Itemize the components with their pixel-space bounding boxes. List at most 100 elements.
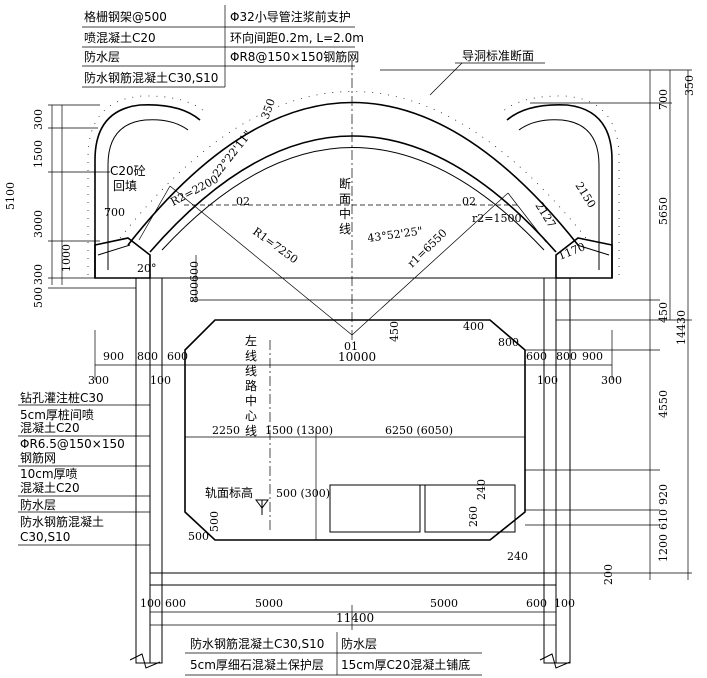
right-footing — [555, 237, 613, 279]
track-bed-left — [329, 484, 421, 533]
top-left-legend — [82, 5, 355, 88]
dim-200: 200 — [602, 564, 615, 585]
radius-r1-left — [169, 185, 353, 336]
rail-level-marker — [255, 499, 269, 515]
dim-600-left3: 600 — [165, 597, 186, 610]
label-grid-steel-frame: 格栅钢架@500 — [84, 9, 167, 24]
label-fill-1: C20砼 — [110, 164, 146, 178]
label-line-center-3: 线 — [245, 364, 257, 378]
label-o2-right: 02 — [462, 195, 476, 208]
dim-1500: 1500 (1300) — [265, 424, 333, 437]
dim-4550: 4550 — [657, 390, 670, 418]
dim-3000: 3000 — [32, 210, 45, 238]
label-bottom-rc: 防水钢筋混凝土C30,S10 — [190, 636, 324, 651]
inner-lining-arch — [161, 147, 545, 251]
left-footing — [94, 237, 151, 279]
label-pile-shotcrete-2: 混凝土C20 — [20, 420, 80, 435]
label-o2-left: 02 — [236, 195, 250, 208]
dim-300-bottom-left: 300 — [88, 374, 109, 387]
dim-100-left3: 100 — [140, 597, 161, 610]
label-line-center-6: 心 — [245, 409, 257, 423]
label-line-center-4: 路 — [245, 378, 257, 393]
label-10cm-shotcrete-1: 10cm厚喷 — [20, 467, 78, 481]
radius-r1-right — [351, 192, 509, 336]
dim-5000-right: 5000 — [430, 597, 458, 610]
dim-920: 920 — [657, 484, 670, 505]
left-pile-break — [129, 653, 161, 669]
label-line-center-5: 中 — [245, 393, 257, 408]
dim-800-right2: 800 — [556, 350, 577, 363]
label-fill-2: 回填 — [113, 179, 137, 193]
radius-r2-right — [507, 192, 547, 243]
outer-arch — [127, 101, 579, 246]
left-pile-outer — [135, 277, 151, 664]
dim-450-right: 450 — [657, 302, 670, 323]
radius-r2-left — [138, 185, 171, 241]
label-section-center-2: 面 — [339, 192, 351, 206]
dim-500-c: 500 — [188, 530, 209, 543]
label-guide-tunnel: 导洞标准断面 — [462, 48, 534, 63]
right-pile-outer — [555, 277, 571, 664]
label-section-center-1: 断 — [339, 176, 351, 191]
dim-100-bottom-left: 100 — [150, 374, 171, 387]
label-bored-pile: 钻孔灌注桩C30 — [20, 390, 104, 405]
label-10cm-shotcrete-2: 混凝土C20 — [20, 480, 80, 495]
label-small-pipe: Φ32小导管注浆前支护 — [230, 9, 351, 24]
label-left-rc-2: C30,S10 — [20, 530, 70, 544]
dim-300-bottom-right: 300 — [601, 374, 622, 387]
right-guide-dots — [501, 95, 620, 275]
dim-300-left: 300 — [32, 109, 45, 130]
label-left-waterproof: 防水层 — [20, 497, 56, 512]
label-waterproof-concrete: 防水钢筋混凝土C30,S10 — [84, 70, 218, 85]
dim-240-b: 240 — [507, 550, 528, 563]
dim-300-left2: 300 — [32, 264, 45, 285]
dim-5650: 5650 — [657, 197, 670, 225]
dim-500-left: 500 — [32, 287, 45, 308]
label-o1: 01 — [344, 340, 358, 353]
label-line-center-2: 线 — [245, 349, 257, 363]
left-guide-tunnel-inner — [107, 119, 189, 270]
dim-800-right: 800 — [498, 336, 519, 349]
dim-610: 610 — [657, 509, 670, 530]
dim-11400: 11400 — [336, 611, 374, 625]
dim-600-left: 600 — [188, 261, 201, 282]
label-bottom-paving: 15cm厚C20混凝土铺底 — [341, 657, 470, 672]
dim-1200: 1200 — [657, 534, 670, 562]
dim-350-top: 350 — [259, 97, 278, 121]
dim-10000: 10000 — [338, 350, 376, 364]
dim-800-left: 800 — [188, 282, 201, 303]
label-pipe-spacing: 环向间距0.2m, L=2.0m — [230, 30, 364, 45]
dim-angle-2: 43°52'25" — [367, 224, 424, 245]
dim-900-right: 900 — [582, 350, 603, 363]
dim-260: 260 — [467, 506, 480, 527]
label-pile-shotcrete-1: 5cm厚桩间喷 — [20, 407, 94, 422]
platform-outline — [184, 319, 526, 541]
dim-5100: 5100 — [4, 182, 17, 210]
grout-pipes — [119, 91, 587, 239]
dim-500-b: 500 — [208, 511, 221, 532]
label-section-center-3: 中 — [339, 206, 351, 221]
right-guide-tunnel-outer — [506, 103, 613, 278]
dim-450-center: 450 — [388, 321, 401, 342]
dim-700-left: 700 — [104, 206, 125, 219]
dim-1500-left: 1500 — [32, 140, 45, 168]
label-line-center-1: 左 — [245, 333, 257, 348]
dim-2250: 2250 — [212, 424, 240, 437]
right-pile-break — [539, 653, 571, 669]
right-footing-inner — [576, 244, 610, 256]
label-shotcrete: 喷混凝土C20 — [84, 30, 156, 45]
label-bottom-protection: 5cm厚细石混凝土保护层 — [190, 657, 324, 672]
left-guide-tunnel-outer — [94, 103, 201, 278]
dim-700-right: 700 — [657, 89, 670, 110]
dim-240-a: 240 — [475, 479, 488, 500]
label-left-rc-1: 防水钢筋混凝土 — [20, 514, 104, 529]
dim-r1-left: R1=7250 — [250, 225, 300, 266]
dim-600-right3: 600 — [526, 597, 547, 610]
dim-100-bottom-right: 100 — [537, 374, 558, 387]
left-legend-table — [18, 404, 150, 546]
label-section-center-4: 线 — [339, 222, 351, 236]
label-rail-level: 轨面标高 — [205, 485, 253, 500]
dim-600-right2: 600 — [526, 350, 547, 363]
